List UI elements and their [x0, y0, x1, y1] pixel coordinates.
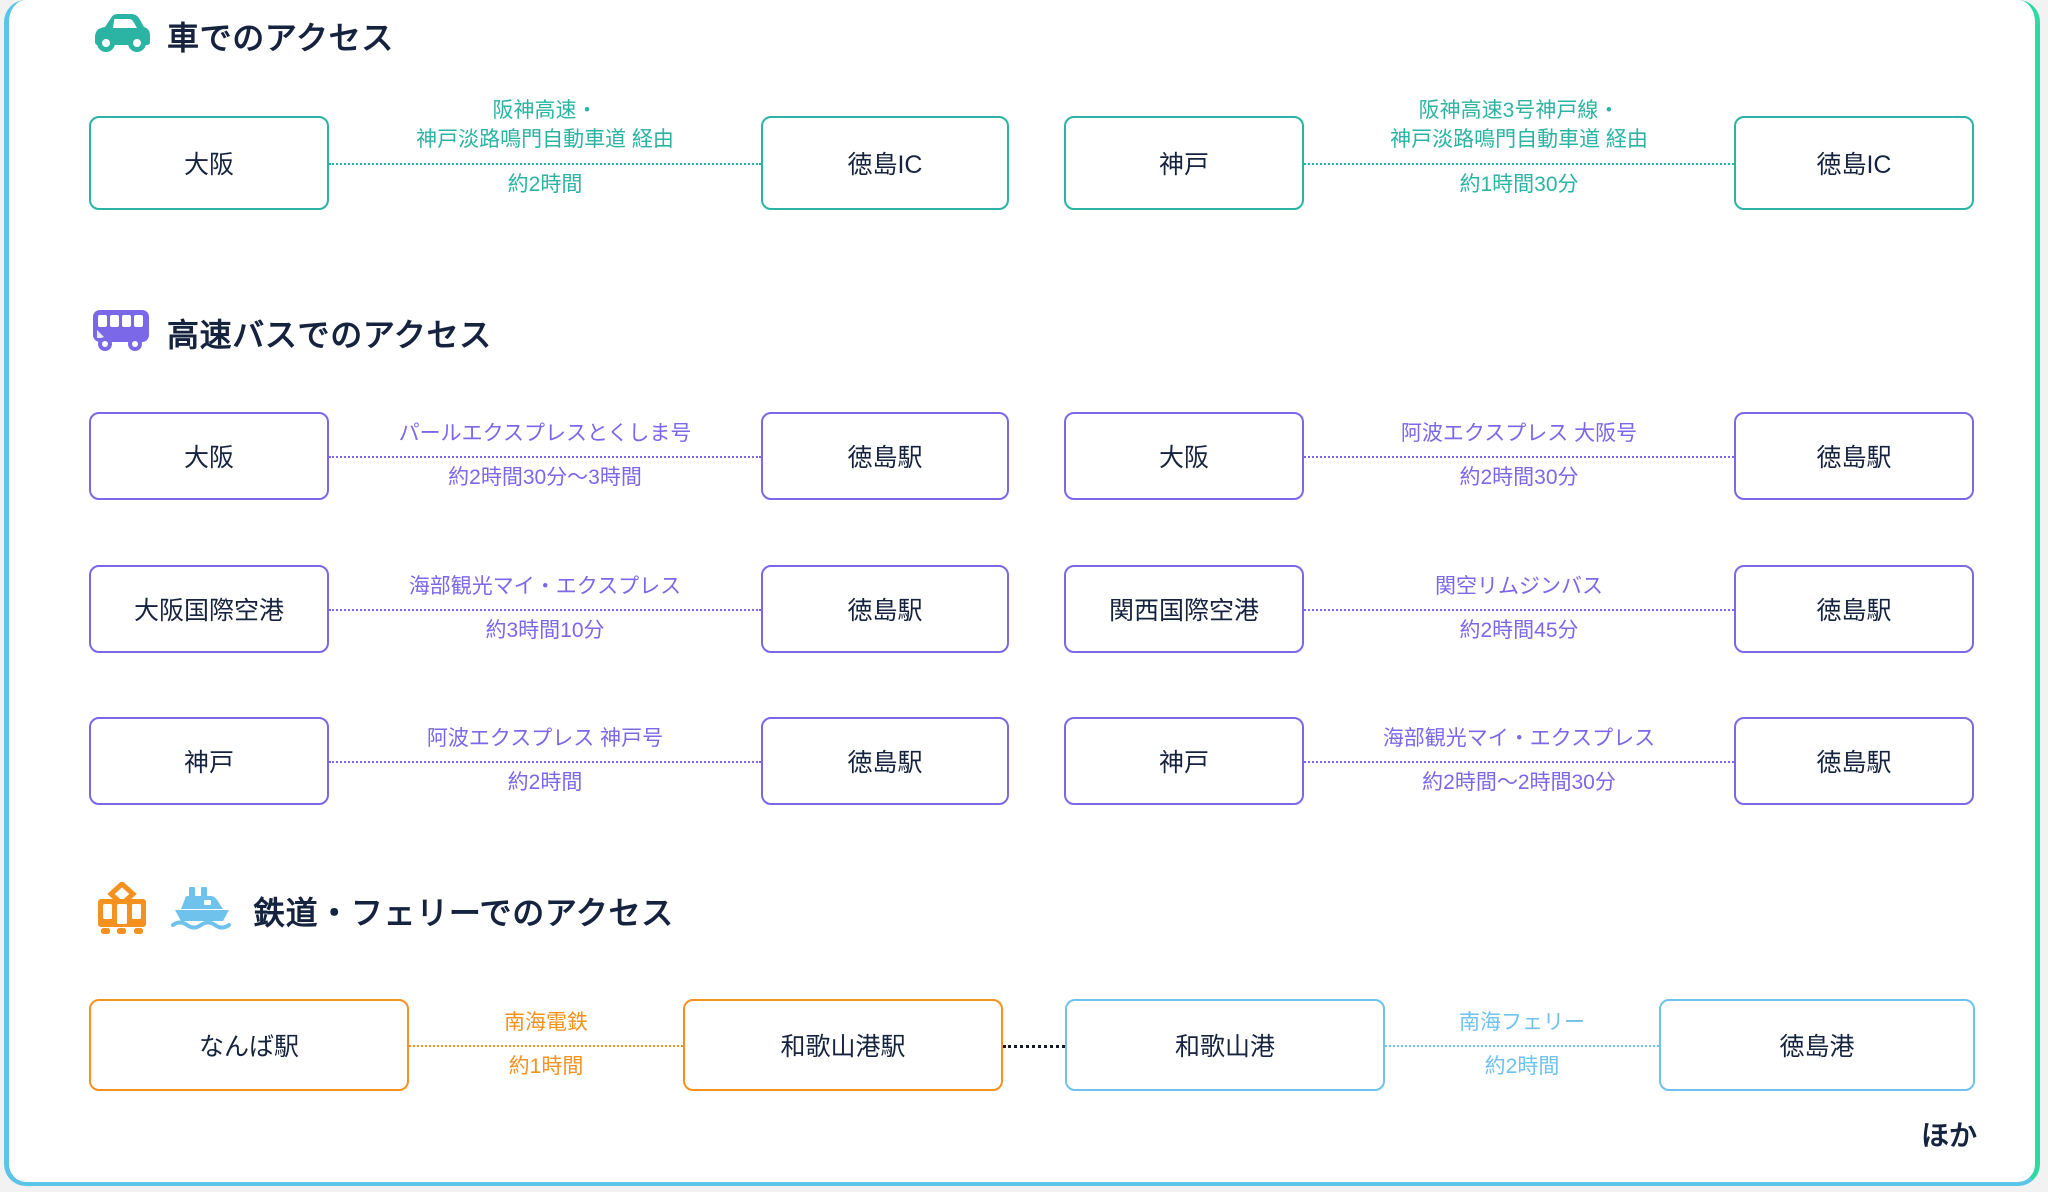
section-title-bus: 高速バスでのアクセス — [167, 316, 492, 353]
connector-line — [1003, 1045, 1065, 1048]
node-bus-4-to: 徳島駅 — [761, 717, 1009, 805]
node-bus-1-from: 大阪 — [1064, 412, 1304, 500]
connector-bus-0: パールエクスプレスとくしま号 約2時間30分〜3時間 — [329, 412, 761, 500]
connector-duration-label: 約3時間10分 — [485, 619, 605, 642]
connector-via-label: 関空リムジンバス — [1435, 574, 1603, 598]
connector-duration-label: 約1時間 — [508, 1055, 584, 1078]
connector-chain-1 — [1003, 999, 1065, 1091]
node-car-1-from: 神戸 — [1064, 116, 1304, 210]
more-label: ほか — [1920, 1120, 1977, 1151]
node-chain-0: なんば駅 — [89, 999, 409, 1091]
connector-line — [329, 163, 761, 165]
connector-line — [1385, 1045, 1659, 1047]
section-heading-car: 車でのアクセス — [89, 12, 394, 59]
tram-icon — [93, 880, 151, 939]
connector-bus-3: 関空リムジンバス 約2時間45分 — [1304, 565, 1734, 653]
connector-line — [1304, 456, 1734, 458]
node-bus-3-to: 徳島駅 — [1734, 565, 1974, 653]
node-car-1-to: 徳島IC — [1734, 116, 1974, 210]
connector-duration-label: 約2時間30分 — [1459, 466, 1579, 489]
node-bus-5-to: 徳島駅 — [1734, 717, 1974, 805]
connector-bus-4: 阿波エクスプレス 神戸号 約2時間 — [329, 717, 761, 805]
connector-bus-2: 海部観光マイ・エクスプレス 約3時間10分 — [329, 565, 761, 653]
bus-icon — [91, 308, 151, 357]
connector-via-label: 南海電鉄 — [504, 1010, 588, 1034]
section-heading-rail-ferry: 鉄道・フェリーでのアクセス — [93, 880, 674, 939]
connector-line — [409, 1045, 683, 1047]
connector-via-label: 阪神高速3号神戸線・神戸淡路鳴門自動車道 経由 — [1390, 99, 1648, 151]
connector-line — [1304, 163, 1734, 165]
connector-via-label: 南海フェリー — [1459, 1010, 1585, 1034]
section-title-car: 車でのアクセス — [167, 19, 394, 56]
node-bus-5-from: 神戸 — [1064, 717, 1304, 805]
connector-duration-label: 約2時間45分 — [1459, 619, 1579, 642]
node-bus-0-from: 大阪 — [89, 412, 329, 500]
node-car-0-to: 徳島IC — [761, 116, 1009, 210]
connector-duration-label: 約2時間 — [1484, 1055, 1560, 1078]
connector-chain-2: 南海フェリー 約2時間 — [1385, 999, 1659, 1091]
section-title-rail-ferry: 鉄道・フェリーでのアクセス — [253, 894, 674, 931]
connector-via-label: 阿波エクスプレス 大阪号 — [1400, 421, 1638, 445]
connector-duration-label: 約2時間〜2時間30分 — [1422, 771, 1616, 794]
node-chain-1: 和歌山港駅 — [683, 999, 1003, 1091]
node-bus-1-to: 徳島駅 — [1734, 412, 1974, 500]
node-car-0-from: 大阪 — [89, 116, 329, 210]
connector-chain-0: 南海電鉄 約1時間 — [409, 999, 683, 1091]
ferry-icon — [171, 883, 233, 938]
node-bus-2-from: 大阪国際空港 — [89, 565, 329, 653]
connector-via-label: 海部観光マイ・エクスプレス — [1382, 726, 1656, 750]
connector-duration-label: 約2時間 — [507, 173, 583, 196]
connector-line — [329, 761, 761, 763]
connector-line — [1304, 609, 1734, 611]
connector-bus-1: 阿波エクスプレス 大阪号 約2時間30分 — [1304, 412, 1734, 500]
node-bus-3-from: 関西国際空港 — [1064, 565, 1304, 653]
car-icon — [89, 12, 151, 59]
connector-line — [329, 609, 761, 611]
connector-via-label: 阿波エクスプレス 神戸号 — [426, 726, 664, 750]
connector-bus-5: 海部観光マイ・エクスプレス 約2時間〜2時間30分 — [1304, 717, 1734, 805]
access-card: 車でのアクセス 大阪 阪神高速・神戸淡路鳴門自動車道 経由 約2時間 徳島IC … — [4, 0, 2040, 1186]
node-bus-2-to: 徳島駅 — [761, 565, 1009, 653]
connector-via-label: パールエクスプレスとくしま号 — [398, 421, 692, 445]
node-chain-3: 徳島港 — [1659, 999, 1975, 1091]
section-heading-bus: 高速バスでのアクセス — [91, 308, 492, 357]
connector-line — [329, 456, 761, 458]
connector-car-1: 阪神高速3号神戸線・神戸淡路鳴門自動車道 経由 約1時間30分 — [1304, 99, 1734, 210]
connector-line — [1304, 761, 1734, 763]
connector-duration-label: 約1時間30分 — [1459, 173, 1579, 196]
node-chain-2: 和歌山港 — [1065, 999, 1385, 1091]
node-bus-4-from: 神戸 — [89, 717, 329, 805]
connector-car-0: 阪神高速・神戸淡路鳴門自動車道 経由 約2時間 — [329, 99, 761, 210]
connector-via-label: 阪神高速・神戸淡路鳴門自動車道 経由 — [416, 99, 674, 151]
connector-via-label: 海部観光マイ・エクスプレス — [408, 574, 682, 598]
connector-duration-label: 約2時間 — [507, 771, 583, 794]
connector-duration-label: 約2時間30分〜3時間 — [448, 466, 642, 489]
node-bus-0-to: 徳島駅 — [761, 412, 1009, 500]
